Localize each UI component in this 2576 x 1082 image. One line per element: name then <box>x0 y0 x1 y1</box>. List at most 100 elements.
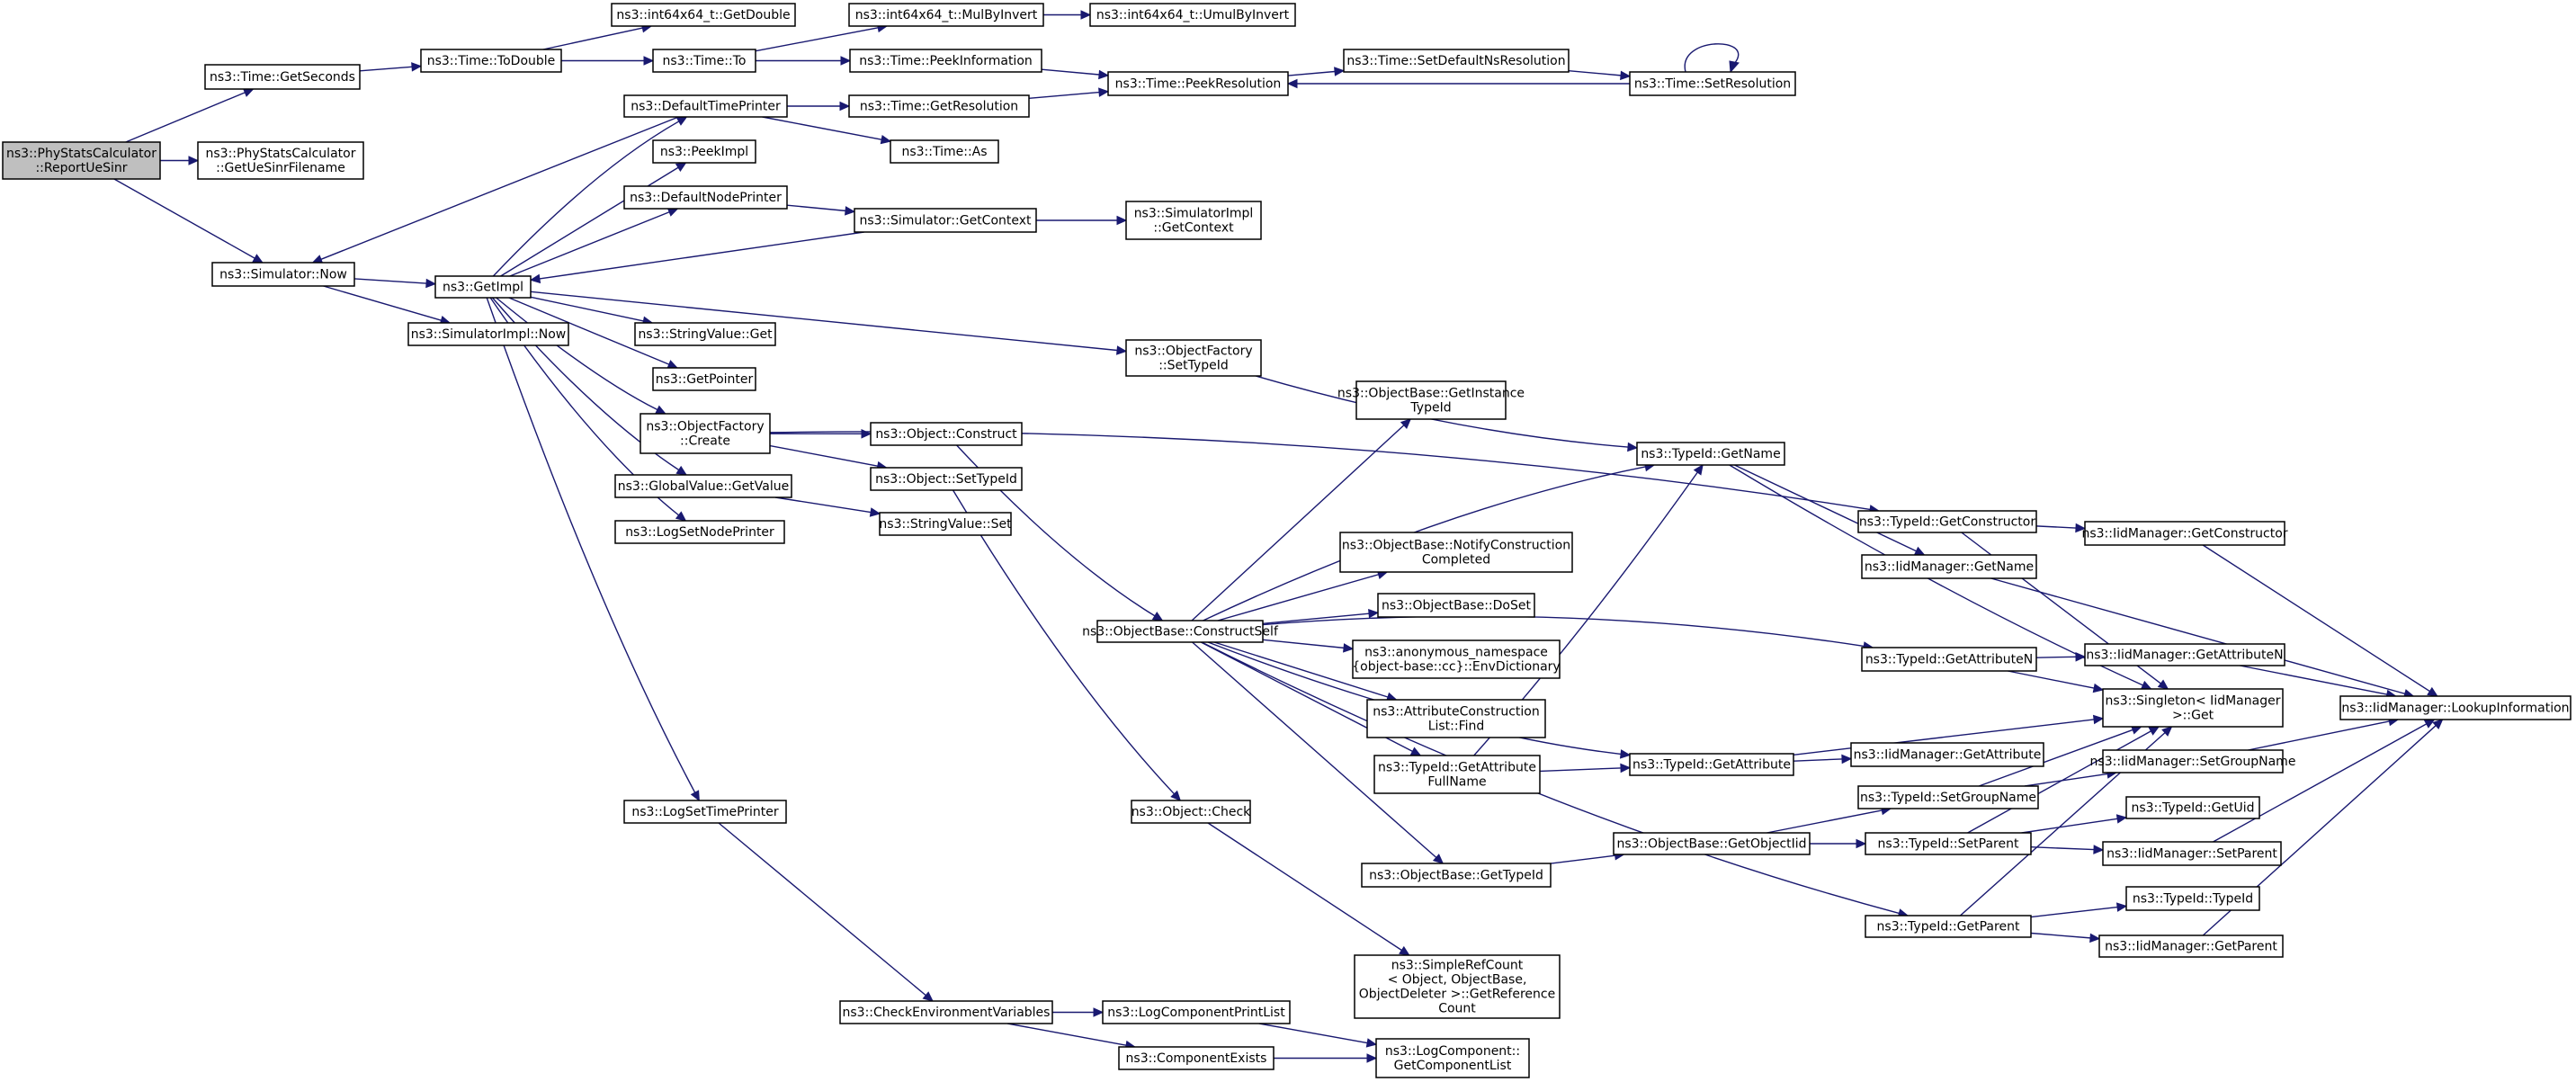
call-edge-PeekResolution-to-SetDefaultNsResolution <box>1287 67 1346 76</box>
node-global-value-get-value[interactable]: ns3::GlobalValue::GetValue <box>614 474 792 498</box>
arrowhead-icon <box>252 254 264 264</box>
node-string-value-get[interactable]: ns3::StringValue::Get <box>634 322 776 346</box>
arrowhead-icon <box>1116 345 1128 355</box>
node-type-id-type-id[interactable]: ns3::TypeId::TypeId <box>2125 886 2260 911</box>
node-box <box>2339 695 2572 720</box>
node-iid-get-attribute[interactable]: ns3::IidManager::GetAttribute <box>1850 742 2044 767</box>
node-iid-set-parent[interactable]: ns3::IidManager::SetParent <box>2102 841 2282 866</box>
node-box <box>890 139 999 164</box>
call-edge-ConstructSelf-to-TypeIdGetParent <box>1201 641 1910 918</box>
node-label: ns3::SimpleRefCount <box>1391 959 1524 973</box>
node-iid-get-parent[interactable]: ns3::IidManager::GetParent <box>2098 934 2284 958</box>
node-construct-self[interactable]: ns3::ObjectBase::ConstructSelf <box>1082 620 1279 643</box>
node-label: ns3::ObjectBase::GetObjectIid <box>1616 837 1806 852</box>
arrowhead-icon <box>1409 747 1422 756</box>
node-iid-get-constructor[interactable]: ns3::IidManager::GetConstructor <box>2081 521 2288 546</box>
node-box <box>839 1000 1053 1024</box>
call-edge-GetAttributeFullName-to-TypeIdGetAttribute <box>1539 763 1632 773</box>
node-label: ns3::Time::GetResolution <box>860 100 1018 114</box>
edge-line <box>2030 846 2095 851</box>
node-log-set-time-printer[interactable]: ns3::LogSetTimePrinter <box>623 800 787 824</box>
node-type-id-get-constructor[interactable]: ns3::TypeId::GetConstructor <box>1857 510 2037 533</box>
node-component-exists[interactable]: ns3::ComponentExists <box>1118 1046 1275 1070</box>
node-get-uid[interactable]: ns3::TypeId::GetUid <box>2125 796 2260 819</box>
node-iid-set-group-name[interactable]: ns3::IidManager::SetGroupName <box>2090 749 2296 773</box>
node-default-time-printer[interactable]: ns3::DefaultTimePrinter <box>623 94 788 118</box>
node-object-check[interactable]: ns3::Object::Check <box>1131 800 1251 824</box>
node-peek-impl[interactable]: ns3::PeekImpl <box>652 139 756 164</box>
node-get-ue-sinr-filename[interactable]: ns3::PhyStatsCalculator::GetUeSinrFilena… <box>197 141 364 180</box>
node-set-type-id-factory[interactable]: ns3::ObjectFactory::SetTypeId <box>1125 339 1262 377</box>
node-box <box>1861 554 2037 579</box>
call-edge-GetImpl-to-LogSetTimePrinter <box>486 297 700 802</box>
node-box <box>2084 521 2285 546</box>
arrowhead-icon <box>675 465 688 476</box>
node-log-component-print-list[interactable]: ns3::LogComponentPrintList <box>1102 1000 1291 1024</box>
call-edge-GetImpl-to-SetTypeIdFactory <box>530 291 1128 355</box>
node-peek-information[interactable]: ns3::Time::PeekInformation <box>849 49 1042 73</box>
node-object-construct[interactable]: ns3::Object::Construct <box>870 422 1023 446</box>
node-get-reference-count[interactable]: ns3::SimpleRefCount< Object, ObjectBase,… <box>1354 954 1561 1019</box>
edge-line <box>320 116 679 260</box>
node-set-resolution[interactable]: ns3::Time::SetResolution <box>1629 71 1796 96</box>
arrowhead-icon <box>1400 418 1412 429</box>
node-type-id-get-parent[interactable]: ns3::TypeId::GetParent <box>1865 915 2032 938</box>
arrowhead-icon <box>1368 608 1380 619</box>
node-get-resolution[interactable]: ns3::Time::GetResolution <box>848 94 1030 118</box>
node-box <box>1343 49 1570 73</box>
node-singleton-get[interactable]: ns3::Singleton< IidManager>::Get <box>2102 688 2284 728</box>
node-get-seconds[interactable]: ns3::Time::GetSeconds <box>204 64 361 90</box>
node-type-id-set-parent[interactable]: ns3::TypeId::SetParent <box>1865 832 2032 855</box>
node-sim-impl-get-context[interactable]: ns3::SimulatorImpl::GetContext <box>1125 201 1262 240</box>
node-peek-resolution[interactable]: ns3::Time::PeekResolution <box>1107 71 1289 96</box>
node-set-default-ns-resolution[interactable]: ns3::Time::SetDefaultNsResolution <box>1343 49 1570 73</box>
node-sim-now[interactable]: ns3::Simulator::Now <box>211 262 355 287</box>
node-factory-create[interactable]: ns3::ObjectFactory::Create <box>640 413 771 454</box>
node-do-set[interactable]: ns3::ObjectBase::DoSet <box>1377 593 1535 618</box>
edge-line <box>1028 91 1100 100</box>
node-box <box>634 322 776 346</box>
node-box <box>1354 954 1561 1019</box>
node-get-pointer[interactable]: ns3::GetPointer <box>652 367 756 391</box>
node-type-id-get-attribute-n[interactable]: ns3::TypeId::GetAttributeN <box>1861 647 2037 672</box>
node-type-id-get-attribute[interactable]: ns3::TypeId::GetAttribute <box>1629 753 1794 776</box>
node-env-dictionary[interactable]: ns3::anonymous_namespace{object-base::cc… <box>1352 639 1561 679</box>
node-label: ns3::ObjectBase::NotifyConstruction <box>1342 539 1570 553</box>
node-log-set-node-printer[interactable]: ns3::LogSetNodePrinter <box>614 520 785 544</box>
node-label: ns3::ObjectBase::GetInstance <box>1337 387 1525 401</box>
node-notify-construction-completed[interactable]: ns3::ObjectBase::NotifyConstructionCompl… <box>1339 532 1573 573</box>
node-root[interactable]: ns3::PhyStatsCalculator::ReportUeSinr <box>2 141 161 180</box>
node-to[interactable]: ns3::Time::To <box>652 49 756 73</box>
arrowhead-icon <box>1620 70 1632 81</box>
call-edge-DefaultTimePrinter-to-TimeAs <box>762 116 892 145</box>
node-get-impl[interactable]: ns3::GetImpl <box>434 275 532 299</box>
node-to-double[interactable]: ns3::Time::ToDouble <box>420 49 562 73</box>
node-sim-impl-now[interactable]: ns3::SimulatorImpl::Now <box>407 322 569 346</box>
node-lookup-information[interactable]: ns3::IidManager::LookupInformation <box>2339 695 2572 720</box>
node-check-environment-variables[interactable]: ns3::CheckEnvironmentVariables <box>839 1000 1053 1024</box>
node-iid-get-name[interactable]: ns3::IidManager::GetName <box>1861 554 2037 579</box>
edge-line <box>1978 729 2133 787</box>
node-iid-get-attribute-n[interactable]: ns3::IidManager::GetAttributeN <box>2084 643 2285 666</box>
node-type-id-set-group-name[interactable]: ns3::TypeId::SetGroupName <box>1857 785 2039 809</box>
node-type-id-get-name[interactable]: ns3::TypeId::GetName <box>1636 442 1785 466</box>
node-time-as[interactable]: ns3::Time::As <box>890 139 999 164</box>
node-get-component-list[interactable]: ns3::LogComponent::GetComponentList <box>1375 1038 1530 1078</box>
edge-line <box>1203 466 1646 621</box>
node-default-node-printer[interactable]: ns3::DefaultNodePrinter <box>623 185 788 210</box>
node-get-context[interactable]: ns3::Simulator::GetContext <box>854 208 1037 233</box>
node-mul-by-invert[interactable]: ns3::int64x64_t::MulByInvert <box>848 3 1044 27</box>
node-label: ns3::SimulatorImpl <box>1134 207 1254 221</box>
node-object-set-type-id[interactable]: ns3::Object::SetTypeId <box>870 467 1023 491</box>
node-string-value-set[interactable]: ns3::StringValue::Set <box>879 512 1012 536</box>
node-get-double[interactable]: ns3::int64x64_t::GetDouble <box>611 3 796 27</box>
arrowhead-icon <box>2115 902 2128 912</box>
node-umul-by-invert[interactable]: ns3::int64x64_t::UmulByInvert <box>1089 3 1296 27</box>
node-object-base-get-type-id[interactable]: ns3::ObjectBase::GetTypeId <box>1361 863 1552 888</box>
node-get-object-iid[interactable]: ns3::ObjectBase::GetObjectIid <box>1613 832 1811 855</box>
node-box <box>2102 749 2284 773</box>
